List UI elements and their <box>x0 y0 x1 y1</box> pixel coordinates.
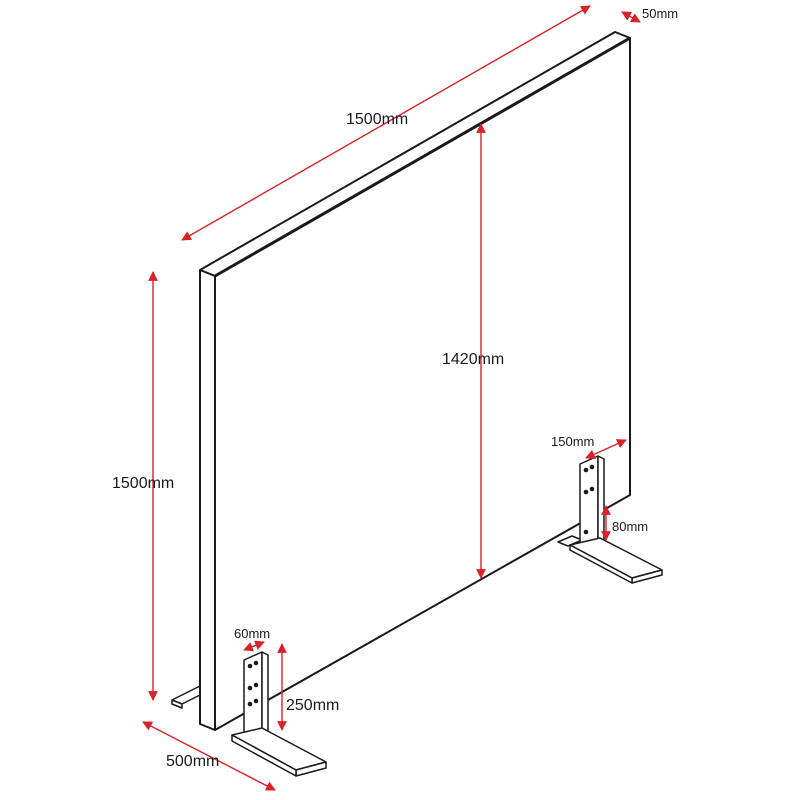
dim-line-bracket-width-left <box>243 640 265 652</box>
label-bracket-width-left: 60mm <box>234 626 270 641</box>
dim-line-panel-width <box>181 5 591 241</box>
left-foot <box>231 727 327 777</box>
label-bracket-height-left: 250mm <box>286 697 339 714</box>
panel-left-edge <box>199 269 216 731</box>
label-panel-height: 1500mm <box>112 475 174 492</box>
label-bracket-width-right: 150mm <box>551 434 594 449</box>
label-bracket-offset-right: 80mm <box>612 519 648 534</box>
dim-line-panel-depth <box>621 11 641 23</box>
right-foot <box>569 537 663 584</box>
right-bracket <box>579 455 605 549</box>
label-panel-width: 1500mm <box>346 111 408 128</box>
dim-line-bracket-width-right <box>585 439 627 459</box>
dim-line-foot-length <box>142 721 276 791</box>
label-foot-length: 500mm <box>166 753 219 770</box>
label-inner-height: 1420mm <box>442 351 504 368</box>
left-bracket <box>243 651 269 741</box>
label-panel-depth: 50mm <box>642 6 678 21</box>
